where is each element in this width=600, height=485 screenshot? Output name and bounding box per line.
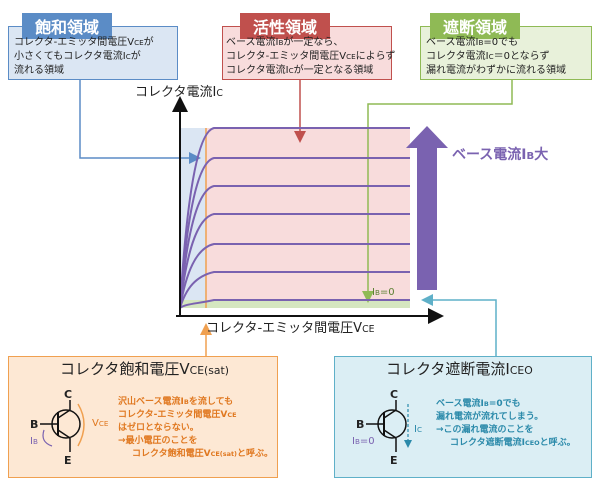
vce-sat-description: 沢山ベース電流IBを流しても コレクタ-エミッタ間電圧VCE はゼロとならない。… (118, 397, 274, 459)
output-curve-6 (179, 127, 410, 309)
ib-increase-label: ベース電流IB大 (452, 147, 549, 163)
iceo-leader-arrow (421, 294, 497, 356)
x-axis-label: コレクタ-エミッタ間電圧VCE (206, 321, 375, 336)
active-region-title: 活性領域 (240, 13, 330, 39)
cutoff-region-shade (180, 300, 410, 308)
iceo-ic-label: IC (414, 424, 422, 435)
iceo-e-label: E (390, 454, 398, 467)
saturation-leader-arrow (79, 80, 201, 164)
vce-sat-e-label: E (64, 454, 72, 467)
vce-sat-box (8, 356, 278, 478)
output-curve-0 (179, 299, 410, 309)
iceo-b-label: B (356, 418, 365, 431)
saturation-region-description: コレクタ-エミッタ間電圧VCEが 小さくてもコレクタ電流ICが 流れる領域 (14, 37, 154, 76)
iceo-ib-label: IB=0 (352, 436, 375, 447)
active-region-description: ベース電流IBが一定なら、 コレクタ-エミッタ間電圧VCEによらず コレクタ電流… (226, 37, 396, 76)
ib-increase-arrow (406, 126, 448, 290)
cutoff-region-description: ベース電流IB=0でも コレクタ電流IC＝0とならず 漏れ電流がわずかに流れる領… (426, 37, 566, 76)
cutoff-region-title: 遮断領域 (430, 13, 520, 39)
vce-sat-b-label: B (30, 418, 39, 431)
saturation-region-title: 飽和領域 (22, 13, 112, 39)
iceo-box (334, 356, 592, 478)
ib-zero-label: IB=0 (372, 287, 395, 298)
vce-sat-ib-label: IB (30, 436, 38, 447)
output-curves (179, 127, 410, 309)
cutoff-leader-arrow (362, 80, 513, 303)
iceo-title: コレクタ遮断電流ICEO (386, 360, 533, 378)
vce-sat-c-label: C (64, 388, 73, 401)
vce-sat-title: コレクタ飽和電圧VCE(sat) (60, 360, 229, 378)
y-axis-label: コレクタ電流IC (135, 85, 223, 100)
iceo-c-label: C (390, 388, 399, 401)
vce-sat-vce-label: VCE (92, 418, 109, 429)
iceo-description: ベース電流IB=0でも 漏れ電流が流れてしまう。 →この漏れ電流のことを コレク… (436, 399, 576, 448)
